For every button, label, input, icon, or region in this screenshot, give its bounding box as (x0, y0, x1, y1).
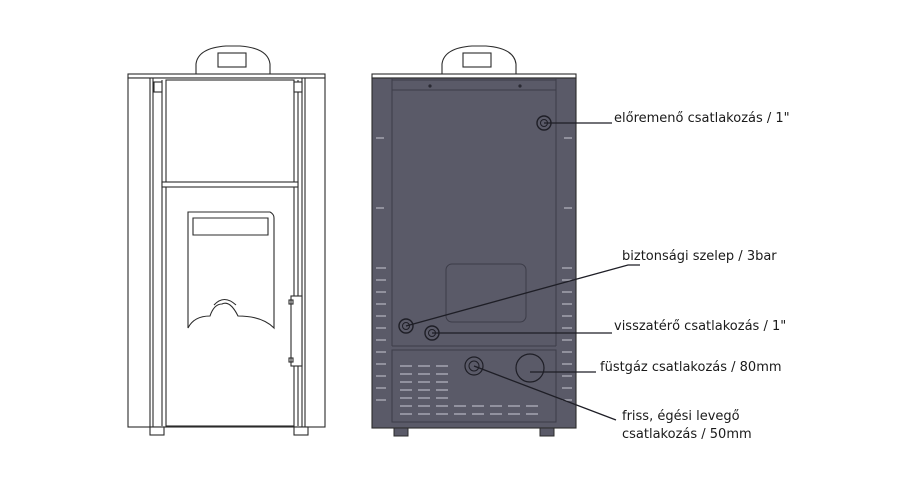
front-door-frame (165, 79, 295, 427)
front-door-handle (290, 295, 303, 367)
leader-fresh-air (473, 365, 617, 421)
front-top-lid (127, 73, 326, 79)
front-foot-right (293, 426, 309, 436)
back-top-dome (441, 45, 517, 77)
port-flue (515, 353, 545, 383)
leader-safety (405, 264, 640, 327)
back-view (371, 45, 577, 437)
label-fresh-air-line1: friss, égési levegő (622, 409, 740, 424)
front-display (217, 52, 247, 68)
label-flow-connection: előremenő csatlakozás / 1" (614, 111, 790, 126)
front-door-window (187, 211, 275, 330)
front-view (127, 45, 326, 436)
back-foot-left (393, 427, 409, 437)
label-flue-connection: füstgáz csatlakozás / 80mm (600, 360, 782, 375)
front-foot-left (149, 426, 165, 436)
front-rail (161, 181, 299, 188)
label-return-connection: visszatérő csatlakozás / 1" (614, 319, 787, 334)
back-foot-right (539, 427, 555, 437)
front-top-dome (195, 45, 271, 77)
label-safety-valve: biztonsági szelep / 3bar (622, 249, 777, 264)
label-fresh-air-line2: csatlakozás / 50mm (622, 427, 752, 442)
leader-lines (405, 122, 640, 421)
